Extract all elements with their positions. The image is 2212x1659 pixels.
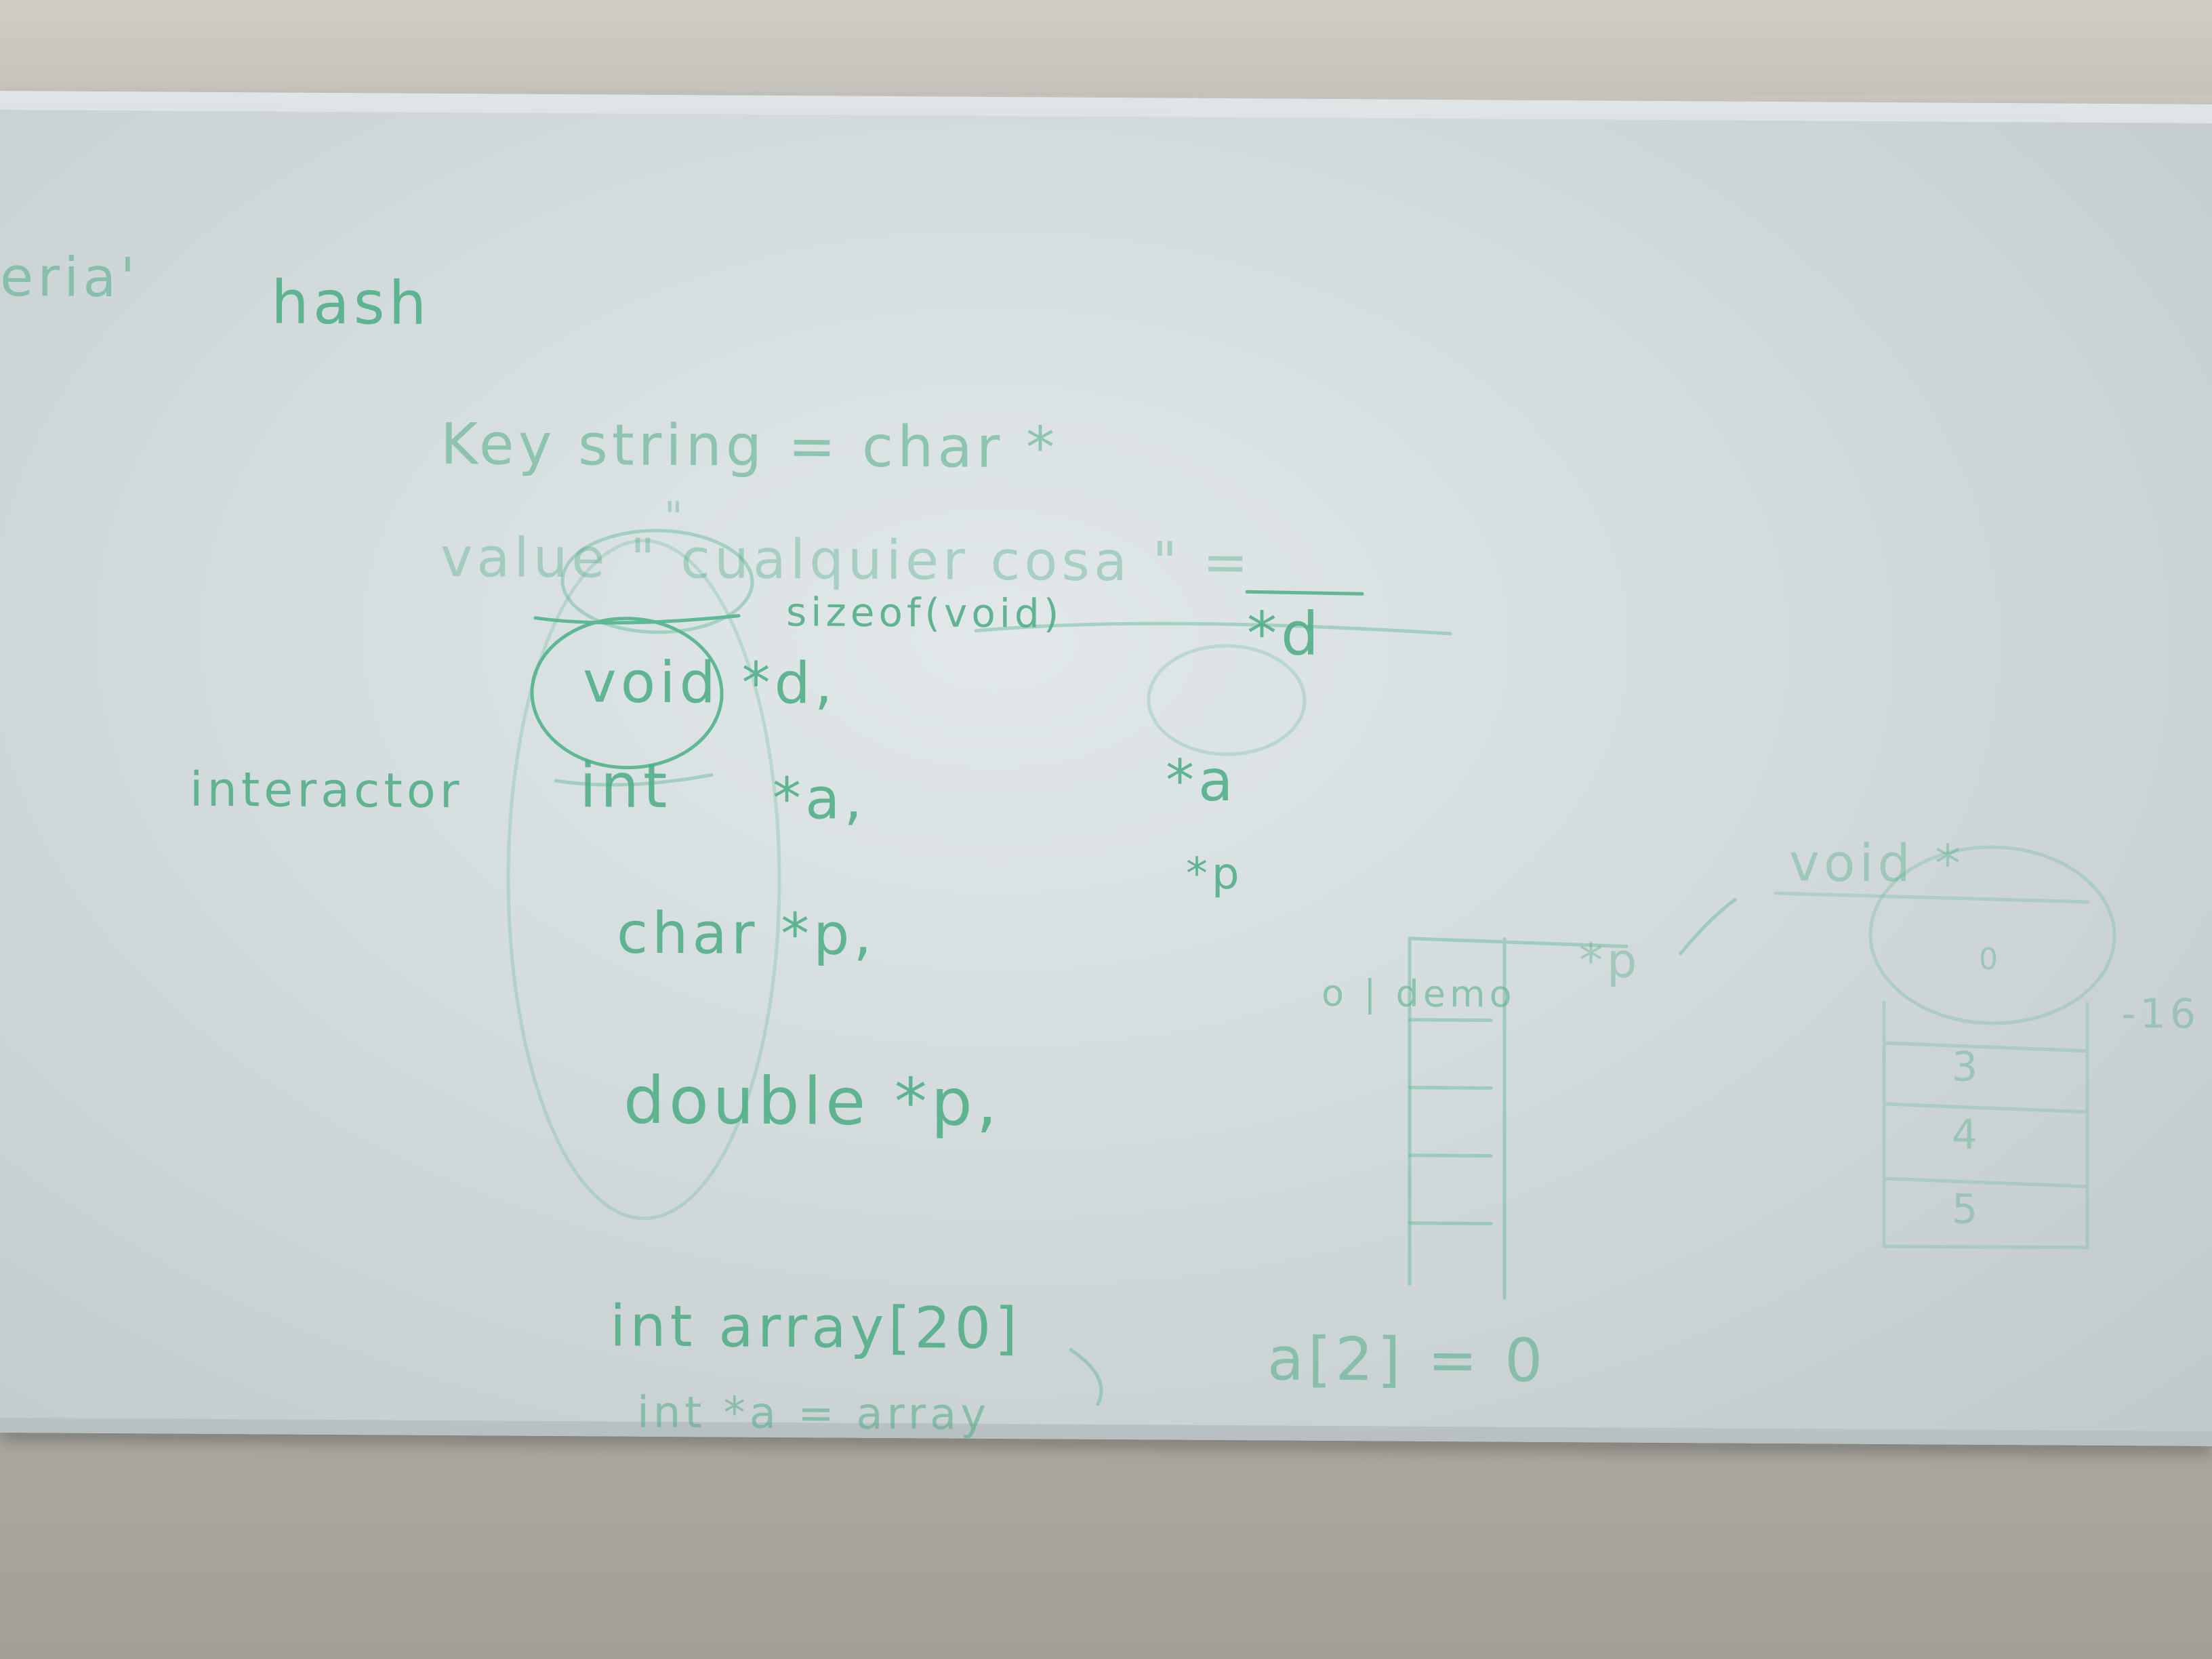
sizeof-note: sizeof(void) [786,589,1063,637]
int-pointer-type: int [579,750,672,823]
types-oval [506,539,781,1221]
marker-strokes [506,529,2116,1406]
char-pointer-line: char *p, [617,899,876,968]
top-left-fragment: eria' [0,245,140,310]
whiteboard-surface: eria' hash Key string = char * " value "… [0,110,2212,1440]
board-title: hash [271,267,431,338]
value-line: value " cualquier cosa " = [441,525,1252,594]
double-pointer-line: double *p, [623,1062,1002,1141]
right-oval [1868,845,2116,1025]
int-pointer-var: *a, [773,764,867,832]
array-cell-lines [1408,1018,1493,1225]
right-edge-marks: -16 [2121,990,2200,1038]
right-a-circle [1147,644,1307,756]
void-pointer-line: void *d, [583,649,837,717]
right-void-star: void * [1789,832,1965,894]
right-table-top [1774,891,2089,904]
wall-bottom [0,1430,2212,1659]
void-underline [533,614,741,625]
right-table-body [1882,1000,2089,1250]
connector-line [974,621,1452,636]
right-num-1: 0 [1979,941,2002,977]
array-box [1408,937,1629,1300]
right-demo-label: o | demo [1322,971,1516,1016]
key-line: Key string = char * [441,410,1059,481]
int-array-line: int array[20] [610,1292,1021,1362]
pointer-arrow [1679,898,1737,956]
right-d-underline [1245,590,1364,596]
right-num-3: 3 [1952,1043,1982,1091]
interactor-label: interactor [190,761,464,819]
wall-top [0,0,2212,95]
int-pointer-assign-line: int *a = array [637,1387,991,1440]
void-circle [560,529,754,634]
int-underline [554,773,714,787]
array-assign-line: a[2] = 0 [1267,1324,1547,1395]
right-label-p: *p [1579,933,1641,989]
right-num-4: 4 [1952,1111,1982,1159]
array-bracket [1069,1348,1103,1406]
right-deref-p: *p [1186,848,1244,900]
right-deref-d: *d [1247,598,1323,669]
right-num-5: 5 [1952,1185,1982,1233]
whiteboard-frame: eria' hash Key string = char * " value "… [0,91,2212,1446]
right-deref-a: *a [1166,747,1237,815]
int-circle [530,617,724,770]
